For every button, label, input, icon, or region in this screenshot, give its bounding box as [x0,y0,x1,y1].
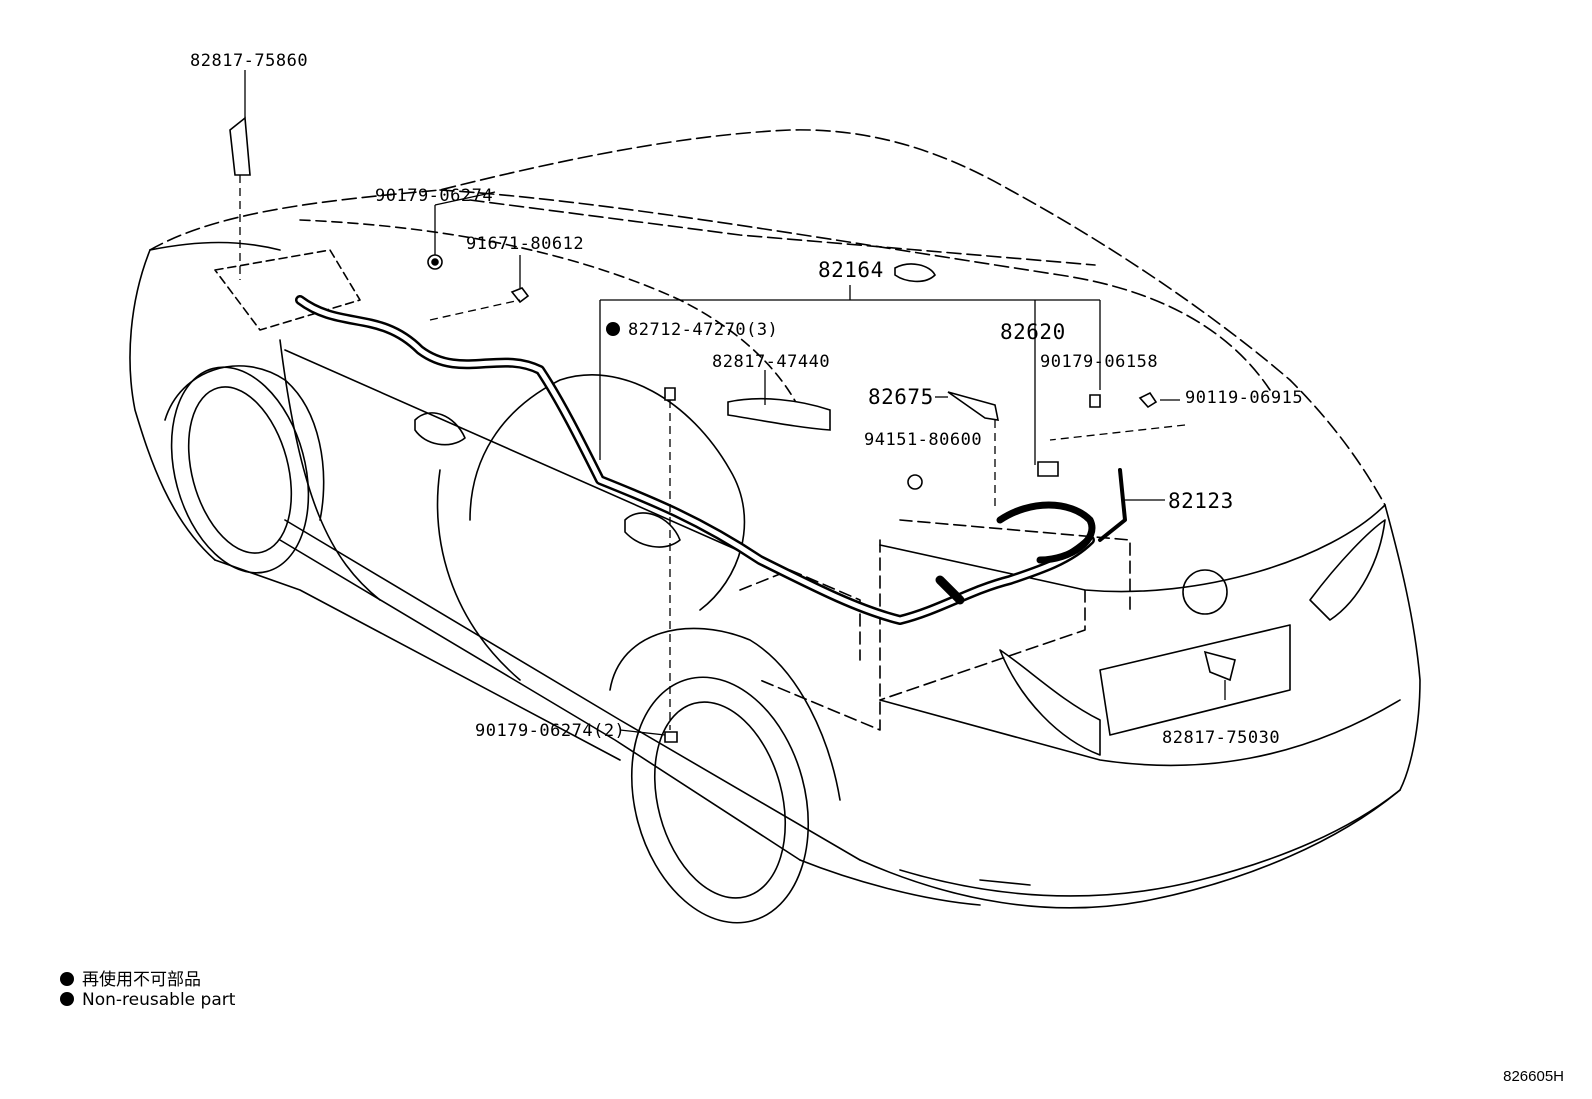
legend-item-japanese: 再使用不可部品 [60,965,201,990]
legend-text: 再使用不可部品 [82,970,201,990]
part-label-82620[interactable]: 82620 [1000,320,1066,344]
part-label-82817-75030[interactable]: 82817-75030 [1162,728,1281,748]
figure-id: 826605H [1503,1068,1564,1085]
part-label-82675[interactable]: 82675 [868,385,934,409]
part-label-91671-80612[interactable]: 91671-80612 [466,234,585,254]
legend-item-english: Non-reusable part [60,990,235,1010]
non-reusable-dot-icon [60,972,74,986]
part-label-82817-47440[interactable]: 82817-47440 [712,352,831,372]
legend-text: Non-reusable part [82,990,236,1010]
part-label-90179-06274-top[interactable]: 90179-06274 [375,186,494,206]
part-label-82712-47270[interactable]: 82712-47270(3) [606,320,778,340]
part-label-94151-80600[interactable]: 94151-80600 [864,430,983,450]
part-label-90179-06158[interactable]: 90179-06158 [1040,352,1159,372]
part-label-82123[interactable]: 82123 [1168,489,1234,513]
part-label-90179-06274-bottom[interactable]: 90179-06274(2) [475,721,626,741]
part-label-82817-75860[interactable]: 82817-75860 [190,51,309,71]
part-label-90119-06915[interactable]: 90119-06915 [1185,388,1304,408]
non-reusable-dot-icon [60,992,74,1006]
part-number-text: 82712-47270(3) [628,320,779,340]
part-label-82164[interactable]: 82164 [818,258,884,282]
non-reusable-marker-icon [606,322,620,336]
